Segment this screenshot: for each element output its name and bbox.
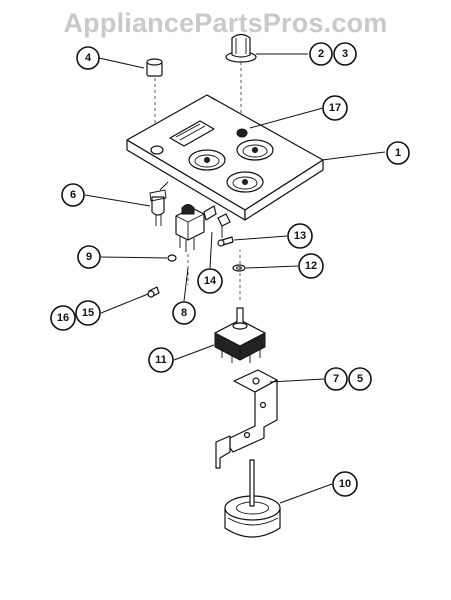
callout-15: 15	[75, 300, 101, 326]
callout-17: 17	[322, 95, 348, 121]
callout-8: 8	[172, 301, 196, 325]
part-6-indicator-light	[149, 181, 169, 226]
part-15-screw	[147, 286, 160, 298]
svg-text:11: 11	[155, 354, 167, 366]
callout-6: 6	[61, 183, 85, 207]
svg-text:2: 2	[318, 48, 324, 60]
svg-text:16: 16	[57, 312, 69, 324]
svg-text:6: 6	[70, 189, 76, 201]
callout-10: 10	[332, 471, 358, 497]
part-9-nut	[167, 254, 177, 262]
callout-7: 7	[324, 367, 348, 391]
part-12-washer	[232, 264, 246, 272]
svg-text:15: 15	[82, 307, 94, 319]
callout-12: 12	[298, 253, 324, 279]
part-11-infinite-switch	[214, 307, 266, 363]
callout-14: 14	[197, 268, 223, 294]
svg-text:13: 13	[294, 230, 306, 242]
part-10-timer-motor	[224, 459, 281, 538]
svg-text:17: 17	[329, 102, 341, 114]
part-8-switch	[175, 204, 217, 252]
svg-text:1: 1	[395, 147, 401, 159]
svg-text:12: 12	[305, 260, 317, 272]
callout-13: 13	[287, 223, 313, 249]
svg-text:3: 3	[342, 48, 348, 60]
part-14-bracket	[217, 213, 231, 238]
callout-5: 5	[348, 367, 372, 391]
svg-text:4: 4	[85, 52, 92, 64]
part-4-cap	[146, 58, 163, 77]
svg-text:9: 9	[86, 251, 92, 263]
svg-text:5: 5	[357, 373, 363, 385]
svg-text:14: 14	[204, 275, 217, 287]
callout-9: 9	[77, 245, 101, 269]
part-7-mounting-bracket	[215, 369, 278, 469]
part-13-screw	[217, 236, 234, 247]
callout-1: 1	[386, 141, 410, 165]
svg-text:8: 8	[181, 307, 187, 319]
svg-text:10: 10	[339, 478, 351, 490]
callout-4: 4	[76, 46, 100, 70]
callout-11: 11	[148, 347, 174, 373]
callout-2: 2	[309, 42, 333, 66]
svg-text:7: 7	[333, 373, 339, 385]
part-2-knob	[225, 33, 257, 63]
callout-16: 16	[50, 305, 76, 331]
callout-3: 3	[333, 42, 357, 66]
